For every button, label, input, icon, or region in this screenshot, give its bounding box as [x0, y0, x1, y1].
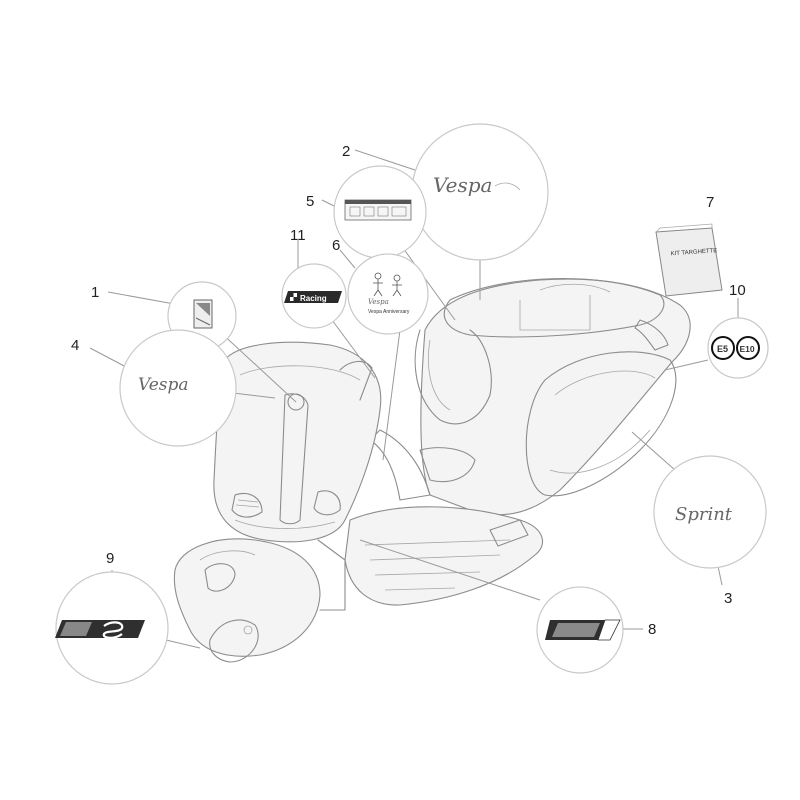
callout-1: 1: [91, 284, 99, 301]
decal-bubble-8: [536, 586, 624, 674]
anniversary-caption: Vespa Anniversary: [368, 309, 410, 315]
kit-label: KIT TARGHETTE: [670, 248, 717, 257]
vespa-script-logo-front: Vespa: [138, 375, 189, 395]
callout-8: 8: [648, 621, 656, 638]
decal-bubble-4: Vespa: [119, 329, 237, 447]
side-stripe-decal-icon: [545, 619, 621, 641]
decal-bubble-5: [333, 165, 427, 259]
vespa-script-logo-large: Vespa: [433, 173, 492, 197]
scooter-body: [173, 278, 691, 663]
warning-label-icon: [344, 199, 412, 221]
callout-2: 2: [342, 143, 350, 160]
figures-drawing-icon: [373, 272, 402, 297]
decal-kit-7: KIT TARGHETTE: [655, 223, 723, 297]
callout-10: 10: [729, 282, 746, 299]
decal-bubble-2: Vespa: [411, 123, 549, 261]
svg-text:E10: E10: [740, 344, 755, 354]
front-s-decal-icon: [55, 620, 145, 639]
callout-4: 4: [71, 337, 79, 354]
svg-text:E5: E5: [717, 344, 728, 354]
callout-6: 6: [332, 237, 340, 254]
badge-decal-icon: [193, 299, 213, 329]
decal-bubble-3: Sprint: [653, 455, 767, 569]
racing-logo-text: Racing: [300, 294, 327, 303]
decal-bubble-11: Racing: [281, 263, 347, 329]
decal-bubble-6: Vespa Vespa Anniversary: [347, 253, 429, 335]
callout-7: 7: [706, 194, 714, 211]
fuel-label-e10: E10: [736, 336, 760, 360]
callout-3: 3: [724, 590, 732, 607]
callout-numbers: 1 2 3 4 5 6 7 8 9 10 11: [71, 143, 746, 638]
decal-bubble-9: [55, 571, 169, 685]
callout-5: 5: [306, 193, 314, 210]
figures-vespa-text: Vespa: [368, 298, 389, 306]
decal-bubble-10: E5 E10: [707, 317, 769, 379]
sprint-logo: Sprint: [675, 504, 733, 525]
callout-9: 9: [106, 550, 114, 567]
fuel-label-e5: E5: [711, 336, 735, 360]
callout-11: 11: [290, 227, 306, 244]
racing-logo-icon: [284, 291, 342, 303]
